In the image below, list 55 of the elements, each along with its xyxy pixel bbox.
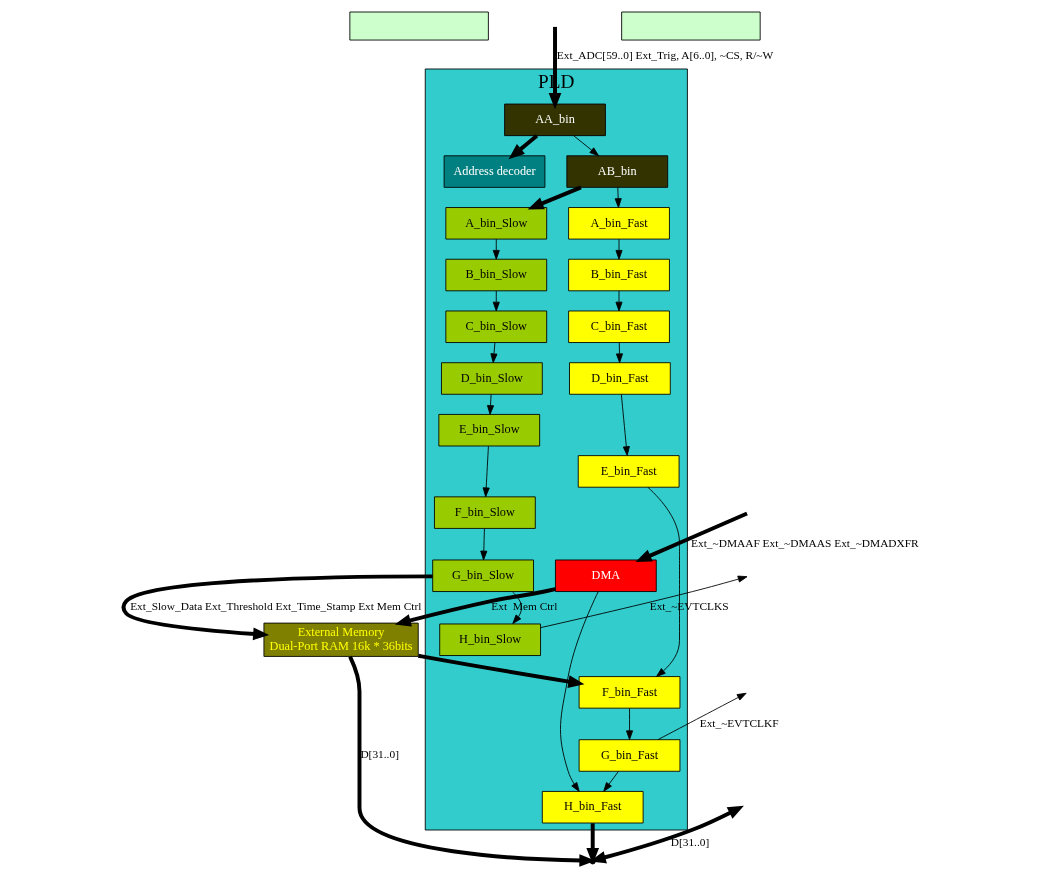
arrow bbox=[527, 185, 582, 210]
arrow bbox=[482, 445, 490, 498]
node-box: AA_bin bbox=[504, 103, 606, 137]
node-box: D_bin_Slow bbox=[441, 362, 543, 395]
edge-label: Ext_~EVTCLKF bbox=[699, 716, 779, 729]
node-box: G_bin_Slow bbox=[432, 559, 534, 592]
arrow bbox=[548, 26, 562, 110]
arrow bbox=[573, 135, 600, 157]
arrow bbox=[560, 591, 599, 792]
node-box: DMA bbox=[555, 559, 657, 592]
arrow bbox=[615, 238, 623, 260]
node-box: G_bin_Fast bbox=[578, 739, 681, 772]
edge-label: Ext_~DMAAF Ext_~DMAAS Ext_~DMADXFR bbox=[691, 537, 919, 550]
node-box: D_bin_Fast bbox=[569, 362, 671, 395]
node-box: A_bin_Fast bbox=[568, 207, 670, 240]
arrow bbox=[615, 342, 623, 364]
arrow bbox=[647, 486, 680, 677]
arrow bbox=[121, 574, 433, 641]
arrow bbox=[620, 394, 630, 456]
node-box: H_bin_Slow bbox=[439, 623, 541, 656]
node-box: B_bin_Fast bbox=[568, 258, 670, 292]
edge-label: D[31..0] bbox=[670, 836, 710, 849]
arrow bbox=[480, 528, 488, 561]
arrow bbox=[492, 290, 500, 312]
arrow bbox=[657, 692, 747, 741]
arrow bbox=[511, 591, 522, 625]
node-box: E_bin_Slow bbox=[438, 414, 541, 447]
arrow bbox=[487, 393, 494, 415]
arrow bbox=[615, 290, 623, 312]
node-box: Address decoder bbox=[443, 155, 546, 188]
node-box: B_bin_Slow bbox=[445, 258, 548, 292]
node-box: C_bin_Slow bbox=[445, 310, 548, 343]
edge-label: D[31..0] bbox=[360, 748, 399, 761]
node-box: F_bin_Slow bbox=[434, 496, 536, 529]
arrow bbox=[614, 187, 622, 208]
arrow bbox=[418, 653, 585, 688]
node-box: F_bin_Fast bbox=[578, 676, 681, 709]
arrow bbox=[626, 707, 634, 741]
arrow bbox=[492, 238, 500, 260]
node-box bbox=[621, 11, 761, 41]
node-box: External Memory Dual-Port RAM 16k * 36bits bbox=[263, 622, 419, 657]
node-box: AB_bin bbox=[566, 155, 669, 188]
node-box: E_bin_Fast bbox=[577, 455, 680, 488]
node-box bbox=[349, 11, 489, 41]
arrow bbox=[508, 134, 539, 160]
node-box: C_bin_Fast bbox=[568, 310, 670, 343]
node-box: A_bin_Slow bbox=[445, 207, 548, 240]
arrow bbox=[490, 342, 498, 364]
arrow bbox=[394, 587, 556, 627]
node-box: H_bin_Fast bbox=[541, 791, 644, 824]
edge-label: Ext_Slow_Data Ext_Threshold Ext_Time_Stamp Ext Mem Ctrl bbox=[130, 600, 422, 613]
edge-label: Ext_ADC[59..0] Ext_Trig, A[6..0], ~CS, R/~W bbox=[556, 48, 774, 61]
arrow bbox=[603, 770, 619, 792]
arrow bbox=[635, 511, 748, 562]
arrow bbox=[540, 575, 748, 629]
